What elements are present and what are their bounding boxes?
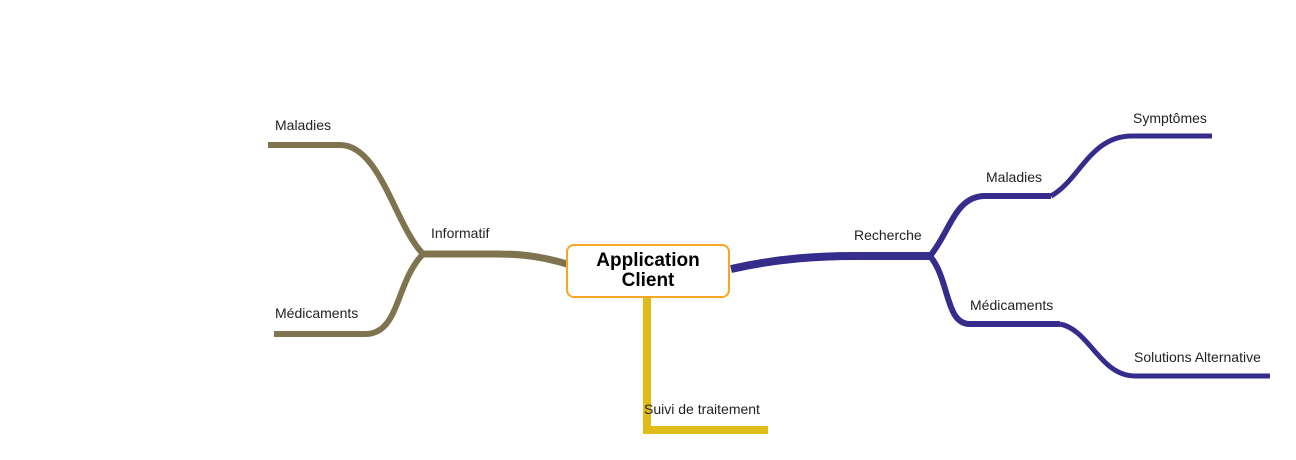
connector-recherche-medicaments: [927, 254, 1060, 327]
connector-maladies-symptomes: [1049, 133, 1212, 199]
connector-informatif-maladies: [268, 142, 426, 257]
label-recherche[interactable]: Recherche: [854, 227, 922, 243]
label-informatif[interactable]: Informatif: [431, 225, 489, 241]
label-informatif-medicaments[interactable]: Médicaments: [275, 305, 358, 321]
label-informatif-maladies[interactable]: Maladies: [275, 117, 331, 133]
connector-medicaments-solutions: [1059, 321, 1270, 379]
label-symptomes[interactable]: Symptômes: [1133, 110, 1207, 126]
connector-central-informatif: [423, 250, 568, 268]
connector-recherche-maladies: [927, 193, 1051, 258]
label-recherche-medicaments[interactable]: Médicaments: [970, 297, 1053, 313]
label-solutions-alternative[interactable]: Solutions Alternative: [1134, 349, 1261, 365]
connector-central-recherche: [730, 252, 930, 273]
label-suivi-de-traitement[interactable]: Suivi de traitement: [644, 401, 760, 417]
label-recherche-maladies[interactable]: Maladies: [986, 169, 1042, 185]
central-topic-label: Application Client: [596, 250, 700, 291]
connector-informatif-medicaments: [274, 251, 426, 337]
branch-recherche: [730, 133, 1270, 379]
branch-suivi: [643, 296, 768, 434]
connector-central-suivi: [643, 296, 768, 434]
central-topic[interactable]: Application Client: [566, 244, 730, 298]
branch-informatif: [268, 142, 568, 337]
